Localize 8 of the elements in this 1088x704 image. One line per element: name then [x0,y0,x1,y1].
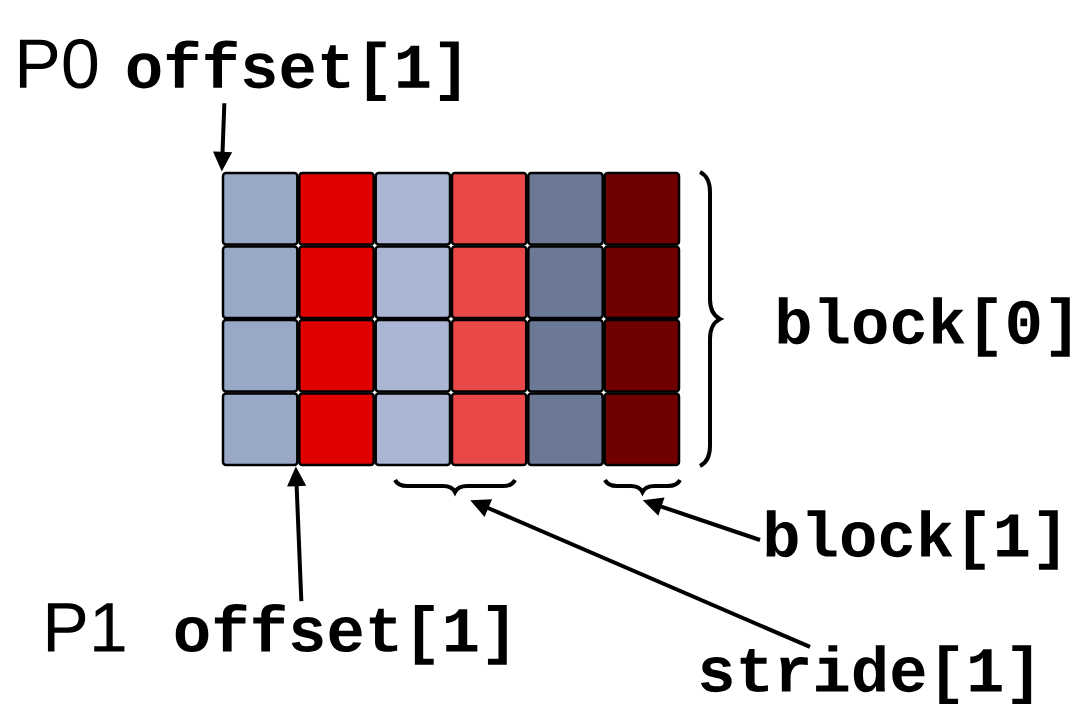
label-text: block[0] [778,297,1070,357]
label-text: P1 offset[1] [47,603,507,665]
label-text: P0 offset[1] [19,38,459,102]
brace [603,478,682,494]
brace [393,478,517,494]
label-text: block[1] [766,510,1058,570]
label-text: stride[1] [701,645,1032,704]
grid-drawing [221,171,681,467]
